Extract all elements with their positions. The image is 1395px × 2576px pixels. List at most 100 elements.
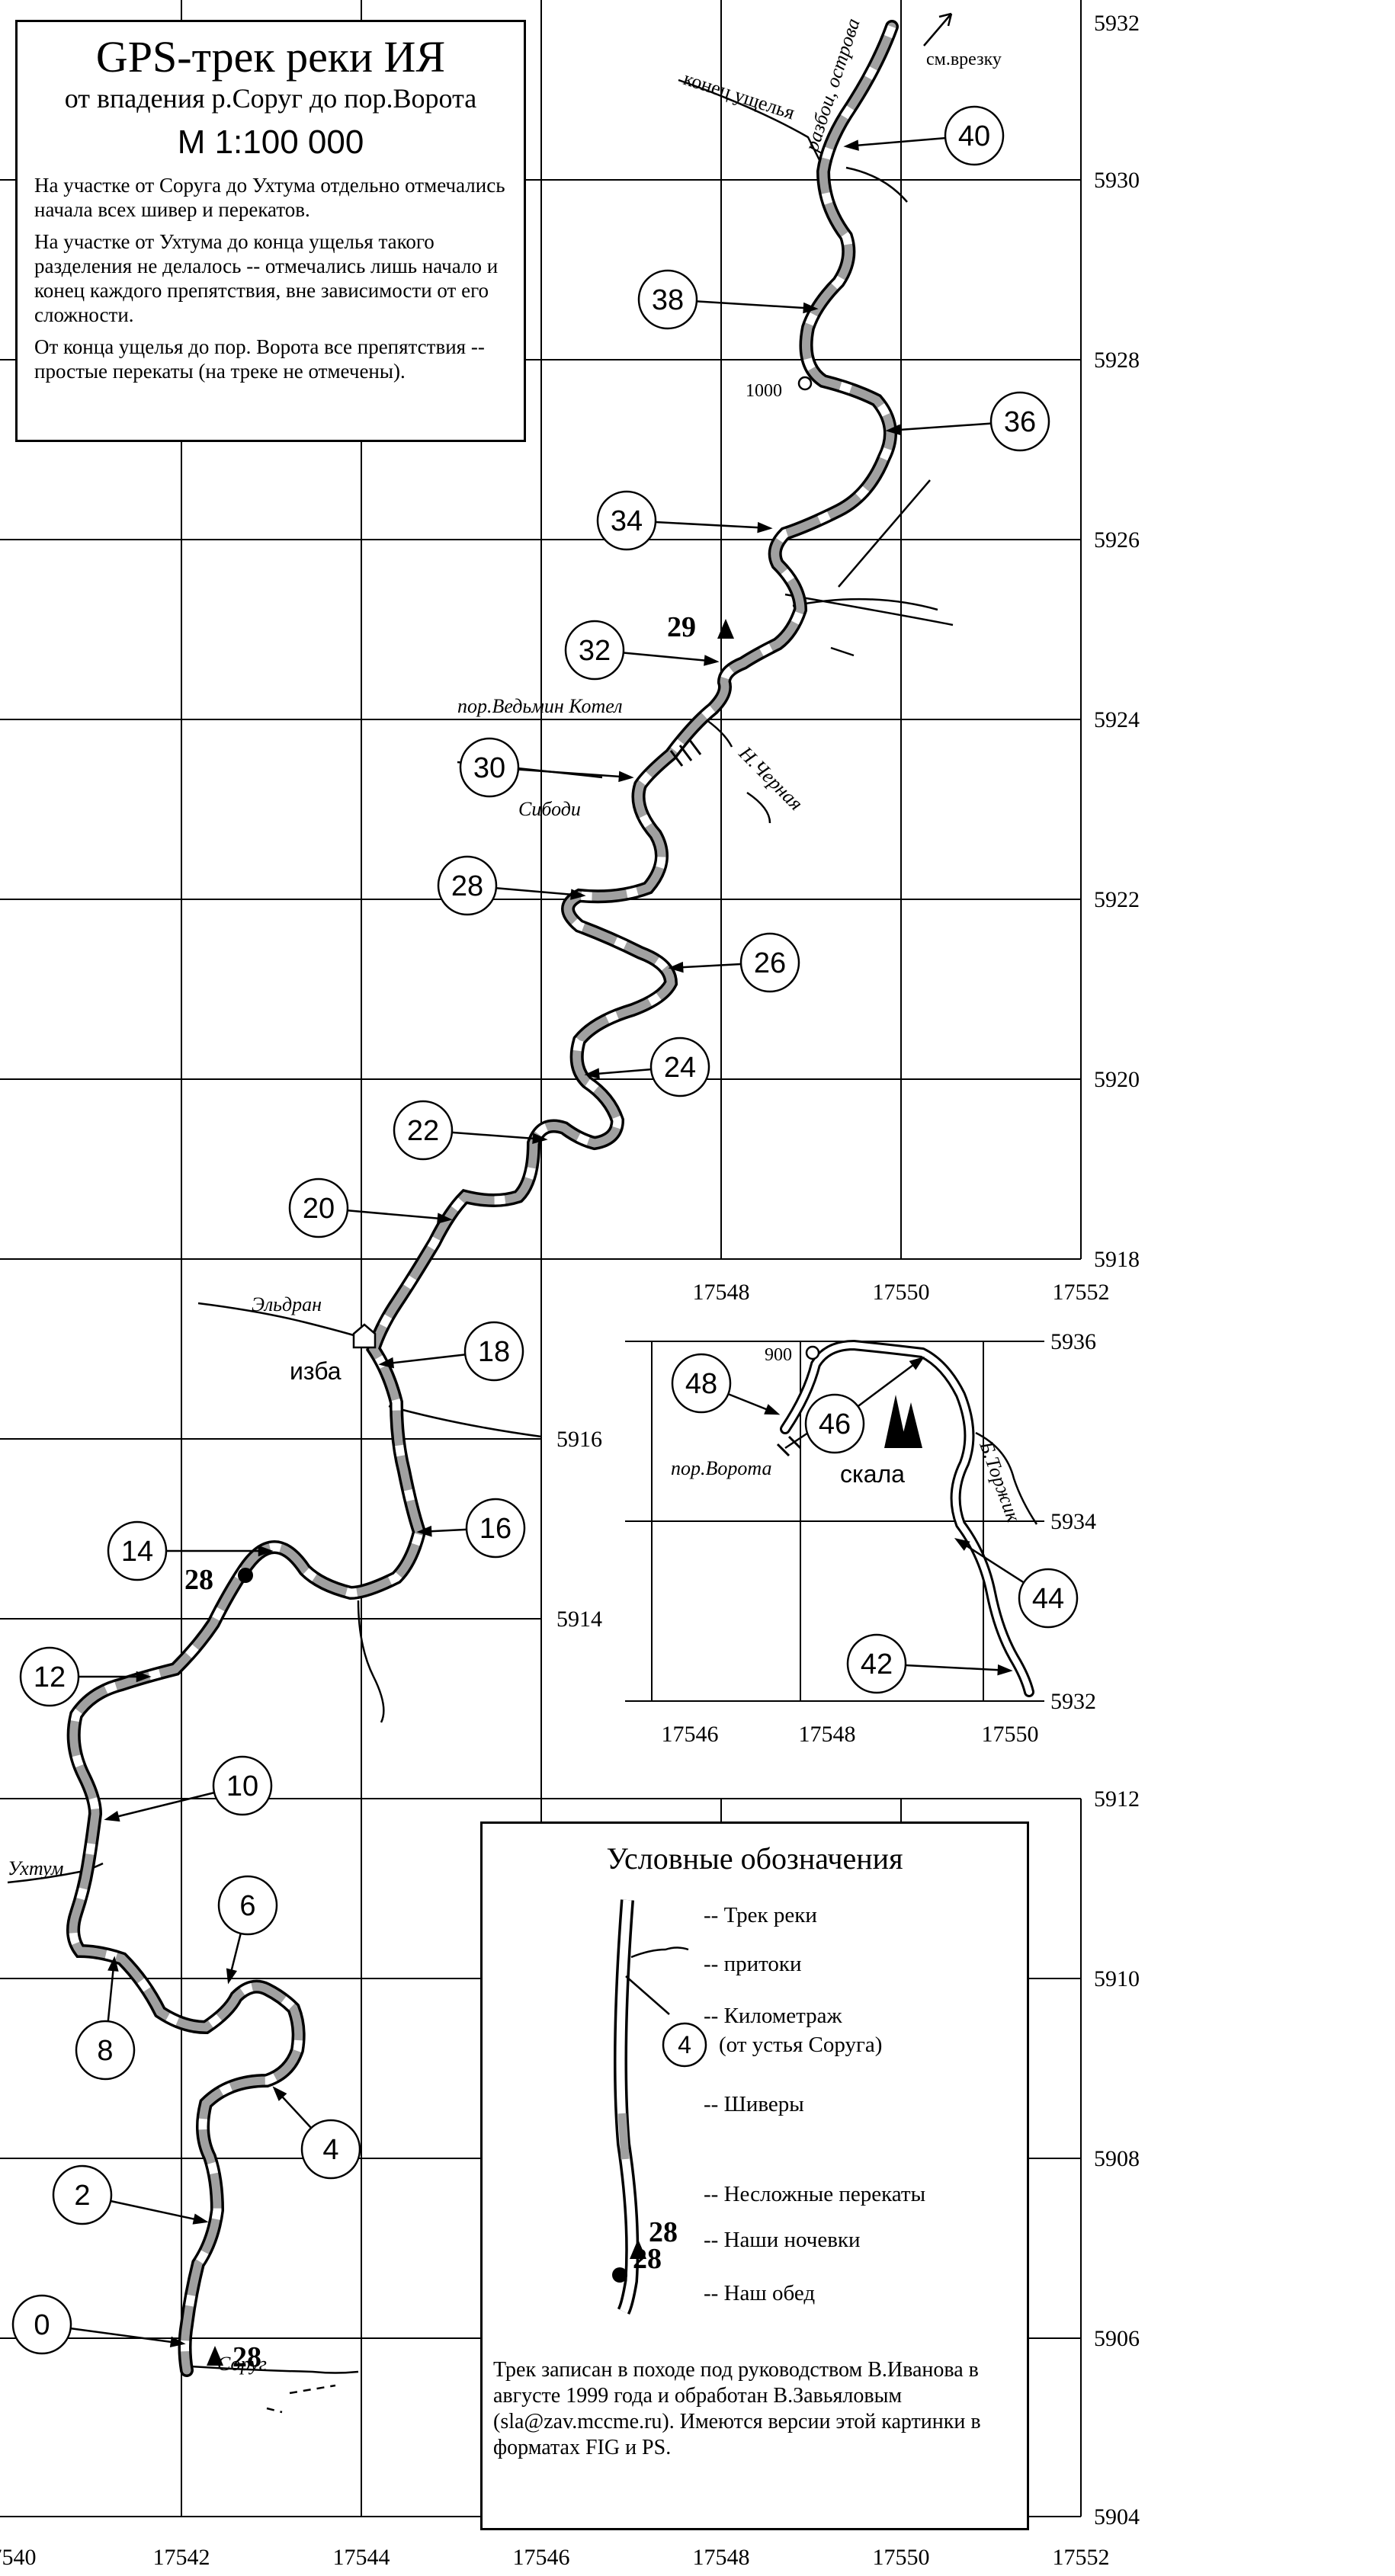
km-marker-circle [212, 1755, 273, 1816]
grid-y-label: 5924 [1094, 707, 1140, 732]
km-marker-circle [75, 2020, 136, 2081]
km-marker-circle [11, 2294, 72, 2355]
km-pointer [518, 768, 632, 779]
grid-x-label: 17550 [873, 2545, 930, 2570]
camp-29-icon [717, 619, 734, 639]
grid-x-label: 17548 [693, 2545, 750, 2570]
legend-item: -- Шиверы [704, 2092, 804, 2116]
km-marker-circle [52, 2164, 113, 2225]
arrow-icon [923, 12, 953, 46]
km-marker-circle [944, 105, 1005, 166]
legend-camp-icon [630, 2239, 646, 2259]
legend-credit: Трек записан в походе под руководством В… [493, 2358, 981, 2459]
label-elev-1000: 1000 [746, 381, 782, 401]
km-pointer-head [104, 1811, 120, 1822]
legend-shivera [617, 2113, 630, 2160]
river-track [66, 20, 1034, 2377]
km-marker-label: 40 [958, 120, 990, 152]
km-pointer-head [107, 1956, 119, 1972]
label-izba: изба [290, 1357, 342, 1385]
label-ved-kotel: пор.Ведьмин Котел [457, 695, 623, 717]
km-pointer-head [416, 1525, 432, 1537]
km-pointer [70, 2327, 184, 2345]
km-pointer [857, 1357, 923, 1408]
km-pointer [110, 2200, 207, 2223]
grid-y-label: 5918 [1094, 1247, 1140, 1272]
km-pointer-head [997, 1664, 1013, 1676]
tributary-line [678, 78, 821, 161]
tributary-line [190, 2365, 359, 2374]
map-symbols [207, 12, 953, 2366]
label-por-vorota: пор.Ворота [671, 1457, 771, 1479]
title-note: На участке от Соруга до Ухтума отдельно … [34, 174, 505, 221]
elev-900-icon [805, 1345, 820, 1360]
grid-y-label: 5908 [1094, 2146, 1140, 2171]
elev-1000-icon [797, 376, 813, 391]
tributary-line [746, 791, 771, 824]
label-camp-28: 28 [232, 2341, 261, 2373]
km-marker-circle [217, 1875, 278, 1936]
km-marker-label: 8 [97, 2035, 113, 2067]
km-marker-circle [671, 1353, 732, 1414]
tributary-line [792, 598, 938, 611]
label-sm-vrezku: см.врезку [926, 50, 1002, 69]
title-note: От конца ущелья до пор. Ворота все препя… [34, 335, 485, 383]
grid-y-label: 5904 [1094, 2504, 1140, 2530]
label-sibodi: Сибоди [518, 798, 581, 820]
grid-x-label: 17548 [693, 1280, 750, 1305]
km-marker-circle [564, 620, 625, 681]
legend-item: -- Километраж [704, 2004, 842, 2028]
km-pointer-head [843, 139, 859, 151]
km-marker-label: 0 [34, 2309, 50, 2341]
km-pointer-head [764, 1404, 781, 1415]
km-pointer-head [272, 2086, 287, 2101]
km-marker-label: 30 [473, 752, 505, 784]
km-marker-label: 34 [611, 505, 643, 537]
km-pointer [905, 1664, 1011, 1672]
km-marker-label: 44 [1032, 1583, 1064, 1615]
legend-km-text: 4 [678, 2031, 691, 2059]
label-lunch-28: 28 [184, 1564, 213, 1596]
km-marker-circle [437, 855, 498, 916]
km-marker-circle [393, 1100, 454, 1161]
km-pointer-head [954, 1538, 970, 1551]
km-marker-label: 32 [579, 635, 611, 667]
km-marker-label: 10 [226, 1770, 258, 1802]
km-pointer-head [437, 1213, 453, 1224]
tributary-line [845, 166, 908, 203]
km-pointer-head [909, 1356, 925, 1370]
legend-km-line [625, 1975, 670, 2015]
grid-y-label: 5926 [1094, 527, 1140, 553]
km-marker-label: 4 [322, 2134, 338, 2166]
inset-x-label: 17548 [799, 1722, 856, 1747]
tributary-line [830, 646, 855, 657]
km-pointer-head [618, 771, 634, 783]
legend-item: -- Наш обед [704, 2281, 816, 2305]
km-pointer-head [704, 655, 720, 666]
legend-item: -- притоки [704, 1952, 802, 1976]
km-marker-label: 22 [407, 1115, 439, 1147]
label-b-torzhik: Б.Торжик [975, 1437, 1025, 1525]
river-rapids [69, 25, 896, 2371]
km-marker-label: 24 [664, 1052, 696, 1084]
map-subtitle: от впадения р.Соруг до пор.Ворота [64, 83, 477, 114]
grid-y-label: 5912 [1094, 1786, 1140, 1812]
km-marker-circle [649, 1036, 710, 1097]
km-marker-circle [846, 1633, 907, 1694]
km-marker-label: 18 [478, 1336, 510, 1368]
tributary-line [388, 1405, 542, 1438]
grid-x-label: 17552 [1053, 2545, 1110, 2570]
km-marker-circle [596, 490, 657, 551]
km-marker-circle [19, 1646, 80, 1707]
km-pointer-head [258, 1545, 274, 1557]
label-ukhtum: Ухтум [8, 1857, 63, 1879]
km-marker-circle [465, 1498, 526, 1559]
map-title: GPS-трек реки ИЯ [95, 32, 446, 82]
km-marker-label: 2 [74, 2180, 90, 2212]
legend-lunch-text: 28 [633, 2243, 662, 2275]
title-note: На участке от Ухтума до конца ущелья так… [34, 230, 499, 326]
rapid-ticks [669, 739, 802, 1457]
km-marker-circle [989, 391, 1050, 452]
km-marker-label: 12 [34, 1661, 66, 1693]
legend-panel: Условные обозначения 4 28 28 -- Трек рек… [480, 1821, 1029, 2530]
